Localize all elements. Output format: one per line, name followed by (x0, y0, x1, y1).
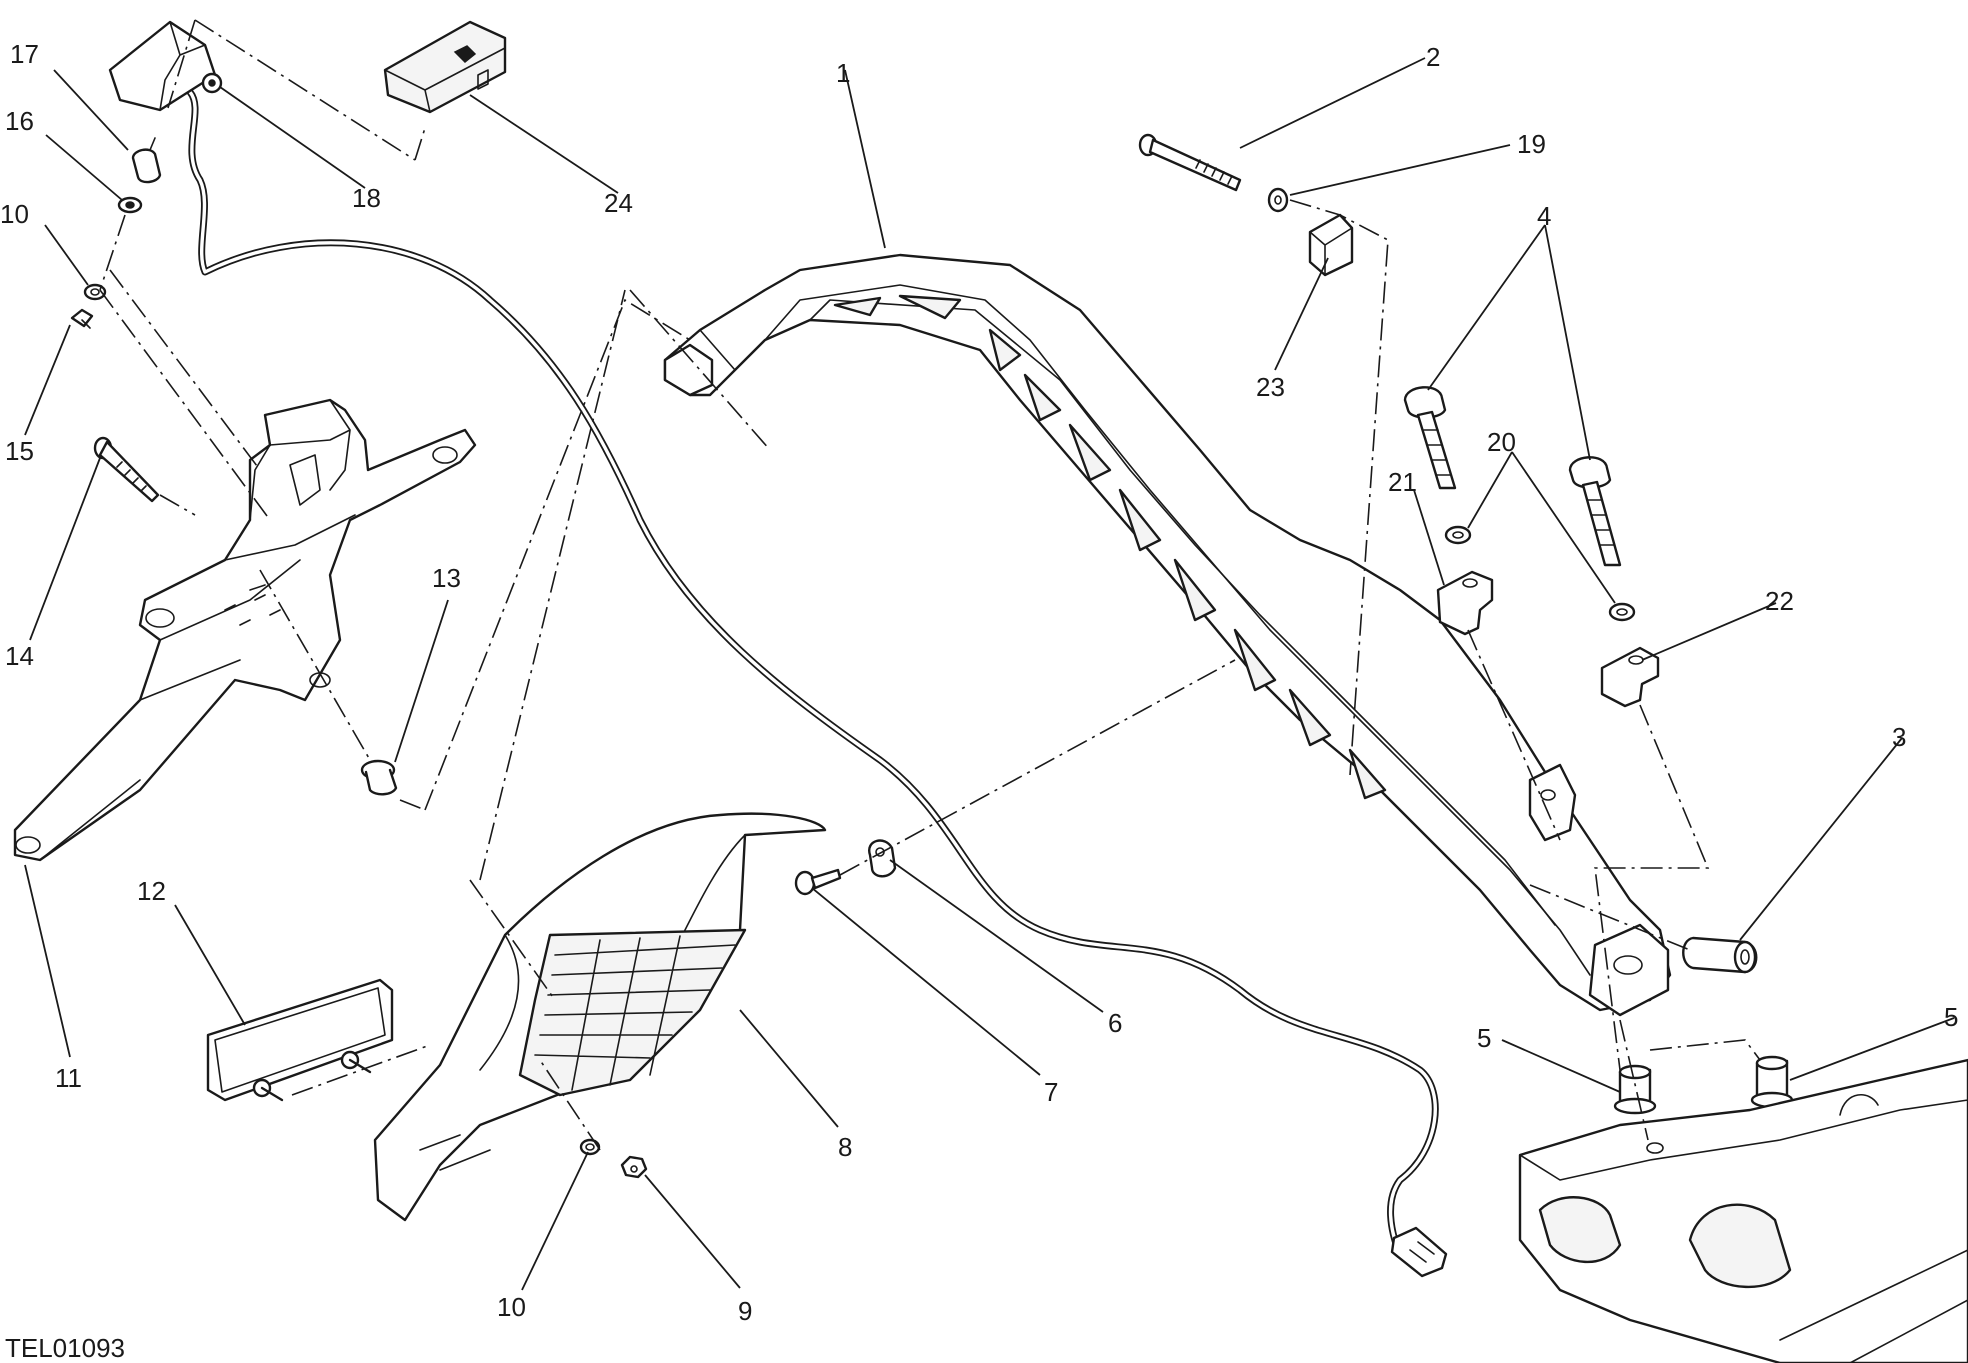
assembly-lines (99, 19, 1761, 1151)
callout-11: 11 (55, 1063, 82, 1093)
callout-15: 15 (5, 436, 34, 466)
callout-1: 1 (836, 58, 850, 88)
truss-cutouts (833, 294, 1387, 800)
callout-6: 6 (1108, 1008, 1122, 1038)
bracket-22 (1600, 646, 1660, 708)
callout-5-right: 5 (1944, 1002, 1958, 1032)
callout-12: 12 (137, 876, 166, 906)
bracket-21 (1436, 570, 1494, 636)
leader-lines (24, 57, 1955, 1291)
washer-19 (1267, 187, 1289, 213)
washer-20-left (1444, 525, 1472, 545)
bushing-5-right (1750, 1055, 1794, 1109)
callout-19: 19 (1517, 129, 1546, 159)
rubber-pad-23 (1308, 213, 1354, 277)
callout-labels: 1 2 19 4 23 20 21 22 3 5 5 6 7 8 9 10 10… (0, 39, 1958, 1363)
harness-connector (1390, 1226, 1448, 1278)
callout-7: 7 (1044, 1077, 1058, 1107)
callout-10-top: 10 (0, 199, 29, 229)
reflector-12 (206, 978, 394, 1102)
callout-22: 22 (1765, 586, 1794, 616)
bushing-5-left (1613, 1064, 1657, 1115)
rear-grab-handle (663, 253, 1672, 1017)
bolt-2 (1138, 133, 1242, 192)
callout-21: 21 (1388, 467, 1417, 497)
callout-16: 16 (5, 106, 34, 136)
nut-9 (620, 1155, 648, 1179)
screw-14 (93, 436, 160, 503)
washer-10-bottom (579, 1138, 601, 1156)
handle-end-cap (663, 343, 714, 397)
callout-5-left: 5 (1477, 1023, 1491, 1053)
license-light-housing (108, 20, 223, 112)
callout-17: 17 (10, 39, 39, 69)
callout-8: 8 (838, 1132, 852, 1162)
screw-7 (794, 868, 842, 896)
relay-block (383, 20, 507, 114)
callout-14: 14 (5, 641, 34, 671)
callout-9: 9 (738, 1296, 752, 1326)
spacer-3 (1682, 936, 1758, 974)
screw-4-right (1568, 456, 1622, 567)
nut-16 (117, 196, 143, 214)
rear-fender-cover (373, 812, 827, 1222)
callout-18: 18 (352, 183, 381, 213)
grommet-13 (360, 759, 398, 796)
wiring-harness (186, 88, 1448, 1278)
screw-4-left (1403, 386, 1457, 490)
callout-2: 2 (1426, 42, 1440, 72)
callout-3: 3 (1892, 722, 1906, 752)
washer-20-right (1608, 602, 1636, 622)
callout-24: 24 (604, 188, 633, 218)
callout-23: 23 (1256, 372, 1285, 402)
subframe-section (1518, 1058, 1968, 1363)
license-plate-bracket (13, 398, 477, 862)
spacer-17 (131, 137, 162, 184)
screw-15 (70, 308, 94, 329)
callout-10-bottom: 10 (497, 1292, 526, 1322)
callout-4: 4 (1537, 201, 1551, 231)
callout-20: 20 (1487, 427, 1516, 457)
callout-13: 13 (432, 563, 461, 593)
clip-6 (868, 839, 897, 878)
figure-code: TEL01093 (5, 1333, 125, 1363)
